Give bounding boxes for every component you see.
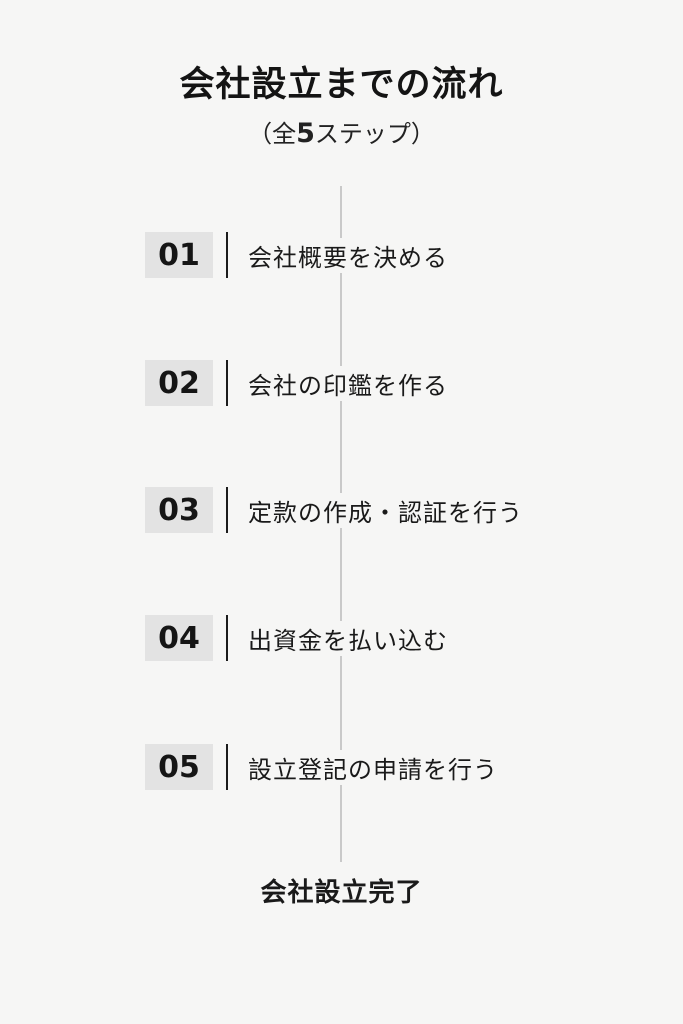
page-subtitle: （全5ステップ） [0, 114, 683, 149]
step-label: 定款の作成・認証を行う [248, 492, 527, 528]
step-divider [226, 744, 228, 790]
step-item-1: 01 会社概要を決める [145, 232, 452, 278]
step-item-2: 02 会社の印鑑を作る [145, 360, 452, 406]
step-number: 05 [145, 744, 213, 790]
step-divider [226, 360, 228, 406]
final-step-label: 会社設立完了 [260, 878, 423, 908]
step-number: 03 [145, 487, 213, 533]
step-item-4: 04 出資金を払い込む [145, 615, 452, 661]
subtitle-open: （全 [248, 120, 297, 148]
step-item-5: 05 設立登記の申請を行う [145, 744, 502, 790]
step-number: 01 [145, 232, 213, 278]
step-number: 04 [145, 615, 213, 661]
step-number: 02 [145, 360, 213, 406]
subtitle-close: ステップ） [314, 120, 435, 148]
step-count: 5 [296, 118, 315, 149]
step-label: 設立登記の申請を行う [248, 749, 502, 785]
step-item-3: 03 定款の作成・認証を行う [145, 487, 527, 533]
step-label: 会社の印鑑を作る [248, 365, 452, 401]
step-label: 出資金を払い込む [248, 620, 452, 656]
step-divider [226, 487, 228, 533]
step-divider [226, 232, 228, 278]
page-title: 会社設立までの流れ [179, 65, 504, 105]
step-divider [226, 615, 228, 661]
step-label: 会社概要を決める [248, 237, 452, 273]
